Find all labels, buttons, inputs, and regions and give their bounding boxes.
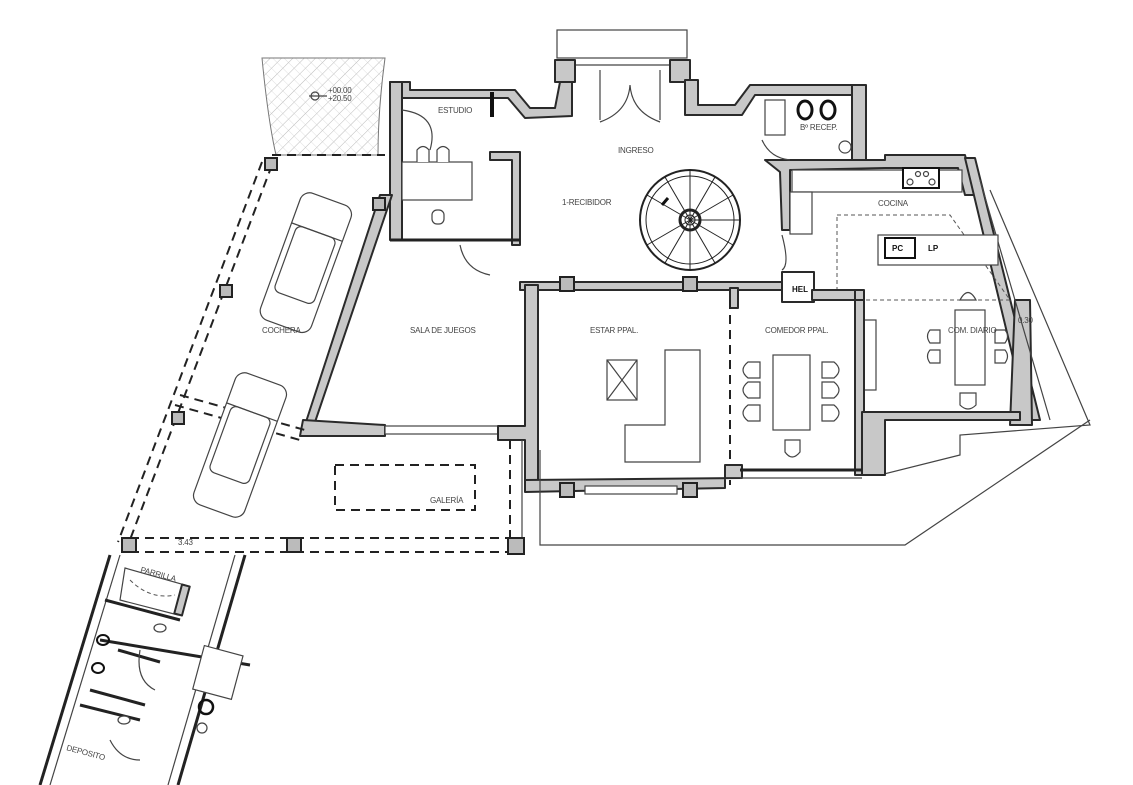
wall-comdiario-bottom xyxy=(861,411,1021,476)
estudio-chair-2 xyxy=(431,209,445,225)
wall-top-left xyxy=(389,81,573,119)
room-label-comedor: COMEDOR PPAL. xyxy=(765,326,829,335)
deck-outline xyxy=(539,419,1091,546)
toilet-icon xyxy=(796,99,814,121)
galeria-zone xyxy=(334,464,476,511)
level-marker: +00.00 +20.50 xyxy=(309,86,352,103)
kitchen-counter-side xyxy=(789,191,813,235)
room-label-galeria: GALERÍA xyxy=(430,496,464,505)
lp-label: LP xyxy=(928,244,939,253)
wall-estudio-left xyxy=(389,81,403,241)
wall-sala-bottom xyxy=(299,419,386,437)
car-1 xyxy=(259,192,353,334)
service-wing: PARRILLA DEPOSITO xyxy=(38,554,251,785)
recep-door[interactable] xyxy=(761,139,791,161)
kitchen-island-zone xyxy=(836,214,1011,301)
estudio-desk xyxy=(401,161,473,201)
terrace-hatched xyxy=(261,57,386,156)
sofa-l xyxy=(624,349,701,463)
wall-kitchen-top xyxy=(764,154,976,231)
wall-estar-left xyxy=(497,284,539,491)
estudio-post xyxy=(490,92,494,117)
entrance-bay xyxy=(554,29,691,123)
glass-wall xyxy=(979,179,1051,421)
terrace-outline xyxy=(879,189,1091,476)
room-label-recibidor: 1-RECIBIDOR xyxy=(562,198,612,207)
wall-comdiario-right xyxy=(1009,299,1033,426)
pc-label: PC xyxy=(892,244,903,253)
entrance-door[interactable] xyxy=(599,70,661,123)
room-label-comedor-diario: COM. DIARIO xyxy=(948,326,996,335)
garage-dashed-left xyxy=(127,164,273,546)
dimension-wall-offset: 0.30 xyxy=(1018,316,1034,325)
dining-chairs xyxy=(742,361,840,458)
service-door[interactable] xyxy=(109,649,156,761)
room-label-cocina: COCINA xyxy=(878,199,909,208)
wall-service xyxy=(79,598,251,722)
spiral-stair[interactable] xyxy=(639,169,741,271)
cooktop-icon xyxy=(902,167,940,189)
room-label-bano-recepcion: Bº RECEP. xyxy=(800,123,837,132)
wall-corridor xyxy=(519,281,783,291)
estudio-door[interactable] xyxy=(401,109,433,151)
room-label-estudio: ESTUDIO xyxy=(438,106,472,115)
fridge-hel xyxy=(781,271,815,303)
comdiario-chairs xyxy=(926,291,1009,410)
sink-icon xyxy=(819,99,837,121)
room-label-sala-juegos: SALA DE JUEGOS xyxy=(410,326,476,335)
room-label-cochera: COCHERA xyxy=(262,326,301,335)
comdiario-table xyxy=(954,309,986,386)
room-label-estar: ESTAR PPAL. xyxy=(590,326,638,335)
sala-door[interactable] xyxy=(459,244,491,276)
dimension-galeria: 3.43 xyxy=(178,538,194,547)
room-label-ingreso: INGRESO xyxy=(618,146,654,155)
level-upper: +00.00 xyxy=(328,86,352,95)
kitchen-door[interactable] xyxy=(781,234,787,271)
car-2 xyxy=(192,372,288,518)
wall-recep-right xyxy=(851,84,867,166)
level-lower: +20.50 xyxy=(328,94,352,103)
dining-table xyxy=(772,354,811,431)
hel-label: HEL xyxy=(792,285,808,294)
estudio-chair xyxy=(416,145,450,162)
wall-estudio-inner xyxy=(489,151,521,246)
